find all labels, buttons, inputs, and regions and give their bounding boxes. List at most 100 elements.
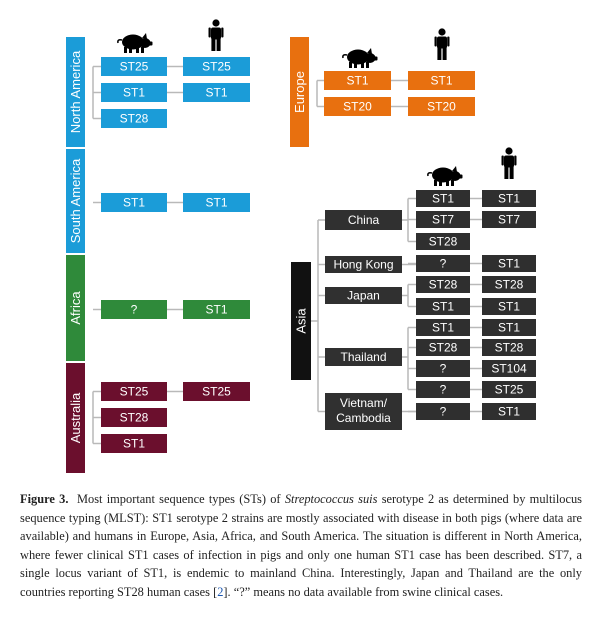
pig-st-box-australia-2: ST1 (101, 434, 167, 453)
human-st-box-asia-1-0-label: ST1 (498, 257, 520, 271)
human-st-box-asia-4-0-bg (482, 403, 536, 420)
human-st-box-europe-0-bg (408, 71, 475, 90)
pig-st-box-asia-0-1-label: ST7 (432, 213, 454, 227)
human-st-box-asia-2-1-label: ST1 (498, 300, 520, 314)
human-st-box-asia-3-1-label: ST28 (495, 341, 524, 355)
country-label-3: Thailand (340, 350, 386, 364)
pig-st-box-north_america-0-bg (101, 57, 167, 76)
country-box-2: Japan (325, 287, 402, 304)
pig-st-box-europe-0-label: ST1 (346, 74, 368, 88)
pig-icon (342, 47, 379, 69)
human-st-box-africa-0-label: ST1 (205, 303, 227, 317)
pig-st-box-australia-1-label: ST28 (120, 411, 149, 425)
pig-st-box-asia-2-1-bg (416, 298, 470, 315)
pig-st-box-asia-4-0-label: ? (440, 405, 447, 419)
pig-st-box-north_america-0: ST25 (101, 57, 167, 76)
pig-st-box-south_america-0-bg (101, 193, 167, 212)
pig-st-box-asia-2-1: ST1 (416, 298, 470, 315)
human-st-box-europe-0: ST1 (408, 71, 475, 90)
human-icon (208, 19, 224, 51)
caption-text-end: “?” means no data available from swine c… (233, 584, 504, 599)
country-box-4-bg (325, 393, 402, 430)
region-australia-bg (66, 363, 85, 473)
human-st-box-asia-3-0: ST1 (482, 319, 536, 336)
human-st-box-europe-1: ST20 (408, 97, 475, 116)
pig-st-box-asia-3-3-label: ? (440, 383, 447, 397)
human-st-box-north_america-0-bg (183, 57, 250, 76)
pig-st-box-europe-0-bg (324, 71, 391, 90)
pig-st-box-north_america-2: ST28 (101, 109, 167, 128)
caption-reference-link[interactable]: 2 (217, 584, 224, 599)
country-label-1: Hong Kong (333, 258, 393, 272)
human-st-box-asia-3-3: ST25 (482, 381, 536, 398)
pig-st-box-north_america-1-bg (101, 83, 167, 102)
pig-st-box-north_america-2-label: ST28 (120, 112, 149, 126)
region-europe-label: Europe (292, 71, 307, 113)
pig-st-box-asia-3-2: ? (416, 360, 470, 377)
region-australia-label: Australia (68, 392, 83, 443)
pig-st-box-africa-0-label: ? (131, 303, 138, 317)
human-st-box-africa-0-bg (183, 300, 250, 319)
pig-st-box-south_america-0: ST1 (101, 193, 167, 212)
human-icon (501, 147, 517, 179)
pig-st-box-asia-2-0-bg (416, 276, 470, 293)
region-europe: Europe (290, 37, 309, 147)
pig-st-box-africa-0-bg (101, 300, 167, 319)
pig-st-box-asia-0-1: ST7 (416, 211, 470, 228)
pig-st-box-asia-3-0: ST1 (416, 319, 470, 336)
human-st-box-north_america-1: ST1 (183, 83, 250, 102)
country-box-4: Vietnam/Cambodia (325, 393, 402, 430)
pig-st-box-australia-1: ST28 (101, 408, 167, 427)
human-st-box-asia-0-1: ST7 (482, 211, 536, 228)
pig-st-box-asia-0-2-bg (416, 233, 470, 250)
human-st-box-australia-0-label: ST25 (202, 385, 231, 399)
pig-st-box-africa-0: ? (101, 300, 167, 319)
human-st-box-north_america-0-label: ST25 (202, 60, 231, 74)
pig-st-box-europe-1-bg (324, 97, 391, 116)
pig-st-box-asia-0-1-bg (416, 211, 470, 228)
region-africa-label: Africa (68, 291, 83, 325)
human-st-box-asia-1-0: ST1 (482, 255, 536, 272)
human-st-box-asia-3-1: ST28 (482, 339, 536, 356)
human-st-box-asia-0-1-bg (482, 211, 536, 228)
pig-st-box-australia-0-bg (101, 382, 167, 401)
human-icon (434, 28, 450, 60)
pig-st-box-asia-1-0-bg (416, 255, 470, 272)
region-africa-bg (66, 255, 85, 361)
pig-st-box-australia-2-bg (101, 434, 167, 453)
pig-st-box-north_america-2-bg (101, 109, 167, 128)
human-st-box-europe-0-label: ST1 (430, 74, 452, 88)
country-label-4-line-1: Cambodia (336, 411, 391, 425)
human-st-box-asia-3-3-bg (482, 381, 536, 398)
pig-st-box-asia-0-0-label: ST1 (432, 192, 454, 206)
human-st-box-asia-2-0-bg (482, 276, 536, 293)
pig-st-box-asia-3-1: ST28 (416, 339, 470, 356)
caption-species: Streptococcus suis (284, 492, 378, 506)
region-asia: Asia (291, 262, 311, 380)
pig-st-box-asia-3-1-bg (416, 339, 470, 356)
human-st-box-asia-2-0-label: ST28 (495, 278, 524, 292)
pig-st-box-asia-0-2-label: ST28 (429, 235, 458, 249)
human-st-box-africa-0: ST1 (183, 300, 250, 319)
region-asia-bg (291, 262, 311, 380)
country-box-0: China (325, 210, 402, 230)
caption-text-start: Most important sequence types (STs) of (76, 492, 281, 506)
pig-st-box-australia-0: ST25 (101, 382, 167, 401)
pig-st-box-australia-1-bg (101, 408, 167, 427)
human-st-box-europe-1-label: ST20 (427, 100, 456, 114)
region-south-america-bg (66, 149, 85, 253)
pig-st-box-europe-1-label: ST20 (343, 100, 372, 114)
region-asia-label: Asia (294, 308, 309, 334)
pig-st-box-asia-0-0: ST1 (416, 190, 470, 207)
pig-st-box-asia-4-0-bg (416, 403, 470, 420)
pig-st-box-asia-2-0-label: ST28 (429, 278, 458, 292)
pig-st-box-north_america-1: ST1 (101, 83, 167, 102)
human-st-box-asia-3-2: ST104 (482, 360, 536, 377)
pig-st-box-asia-3-0-label: ST1 (432, 321, 454, 335)
human-st-box-asia-0-0-label: ST1 (498, 192, 520, 206)
region-north-america-bg (66, 37, 85, 147)
human-st-box-asia-4-0: ST1 (482, 403, 536, 420)
pig-st-box-south_america-0-label: ST1 (123, 196, 145, 210)
pig-st-box-asia-0-0-bg (416, 190, 470, 207)
human-st-box-south_america-0: ST1 (183, 193, 250, 212)
